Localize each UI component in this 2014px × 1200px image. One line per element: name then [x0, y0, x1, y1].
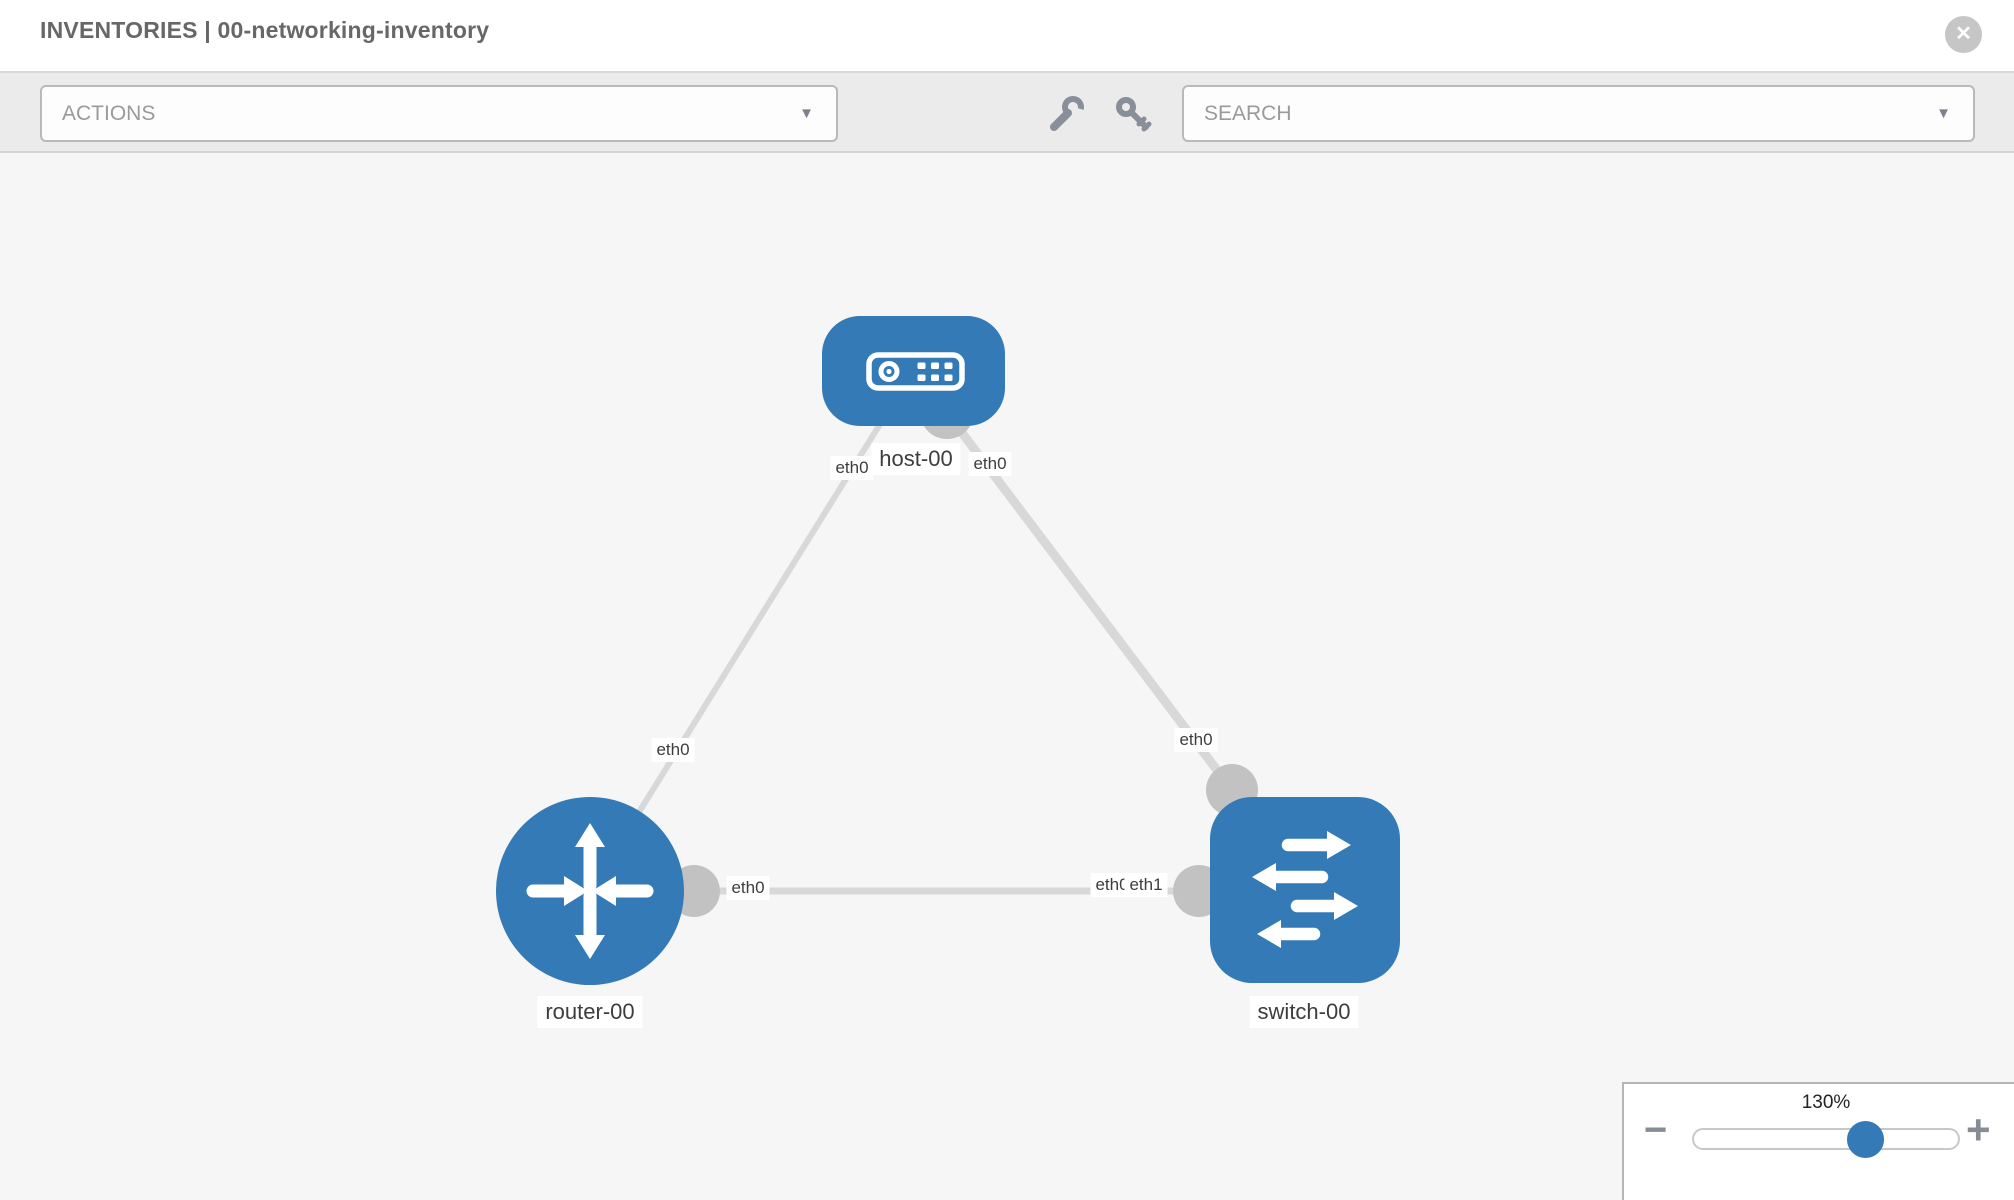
- zoom-in-button[interactable]: +: [1966, 1106, 1991, 1153]
- interface-label-host-eth0-right: eth0: [968, 452, 1012, 476]
- key-icon[interactable]: [1114, 95, 1154, 135]
- zoom-level: 130%: [1801, 1092, 1851, 1113]
- interface-label-router-eth0-uplink: eth0: [651, 738, 695, 762]
- interface-label-switch-eth0: eth0: [1174, 728, 1218, 752]
- node-label-switch: switch-00: [1249, 996, 1359, 1028]
- interface-label-router-eth0: eth0: [726, 876, 770, 900]
- chevron-down-icon: ▼: [799, 105, 814, 122]
- interface-label-host-eth0-left: eth0: [830, 456, 874, 480]
- node-router[interactable]: [496, 797, 684, 985]
- zoom-slider-track[interactable]: [1692, 1128, 1960, 1150]
- switch-icon: [1270, 838, 1341, 941]
- interface-label-switch-eth1: eth1: [1124, 873, 1168, 897]
- node-label-router: router-00: [537, 996, 643, 1028]
- actions-dropdown-label: ACTIONS: [62, 102, 156, 125]
- router-icon-heads: [564, 823, 616, 959]
- search-dropdown[interactable]: SEARCH ▼: [1182, 85, 1975, 142]
- switch-icon-heads: [1252, 831, 1358, 948]
- close-icon[interactable]: ✕: [1945, 16, 1982, 53]
- ports: [668, 385, 1258, 917]
- node-label-host: host-00: [871, 443, 961, 475]
- actions-dropdown[interactable]: ACTIONS ▼: [40, 85, 838, 142]
- toolbar: ACTIONS ▼ SEARCH ▼: [0, 73, 2014, 153]
- host-icon: [866, 352, 965, 391]
- header: INVENTORIES | 00-networking-inventory ✕: [0, 0, 2014, 73]
- zoom-out-button[interactable]: −: [1644, 1108, 1668, 1152]
- zoom-control-panel: 130% − +: [1622, 1082, 2014, 1200]
- wrench-icon[interactable]: [1046, 95, 1086, 135]
- node-switch[interactable]: [1210, 797, 1400, 983]
- page-title: INVENTORIES | 00-networking-inventory: [40, 17, 490, 43]
- node-host[interactable]: [822, 316, 1005, 426]
- search-dropdown-label: SEARCH: [1204, 102, 1292, 125]
- router-icon: [526, 835, 654, 947]
- zoom-slider-thumb[interactable]: [1847, 1121, 1884, 1158]
- chevron-down-icon: ▼: [1936, 105, 1951, 122]
